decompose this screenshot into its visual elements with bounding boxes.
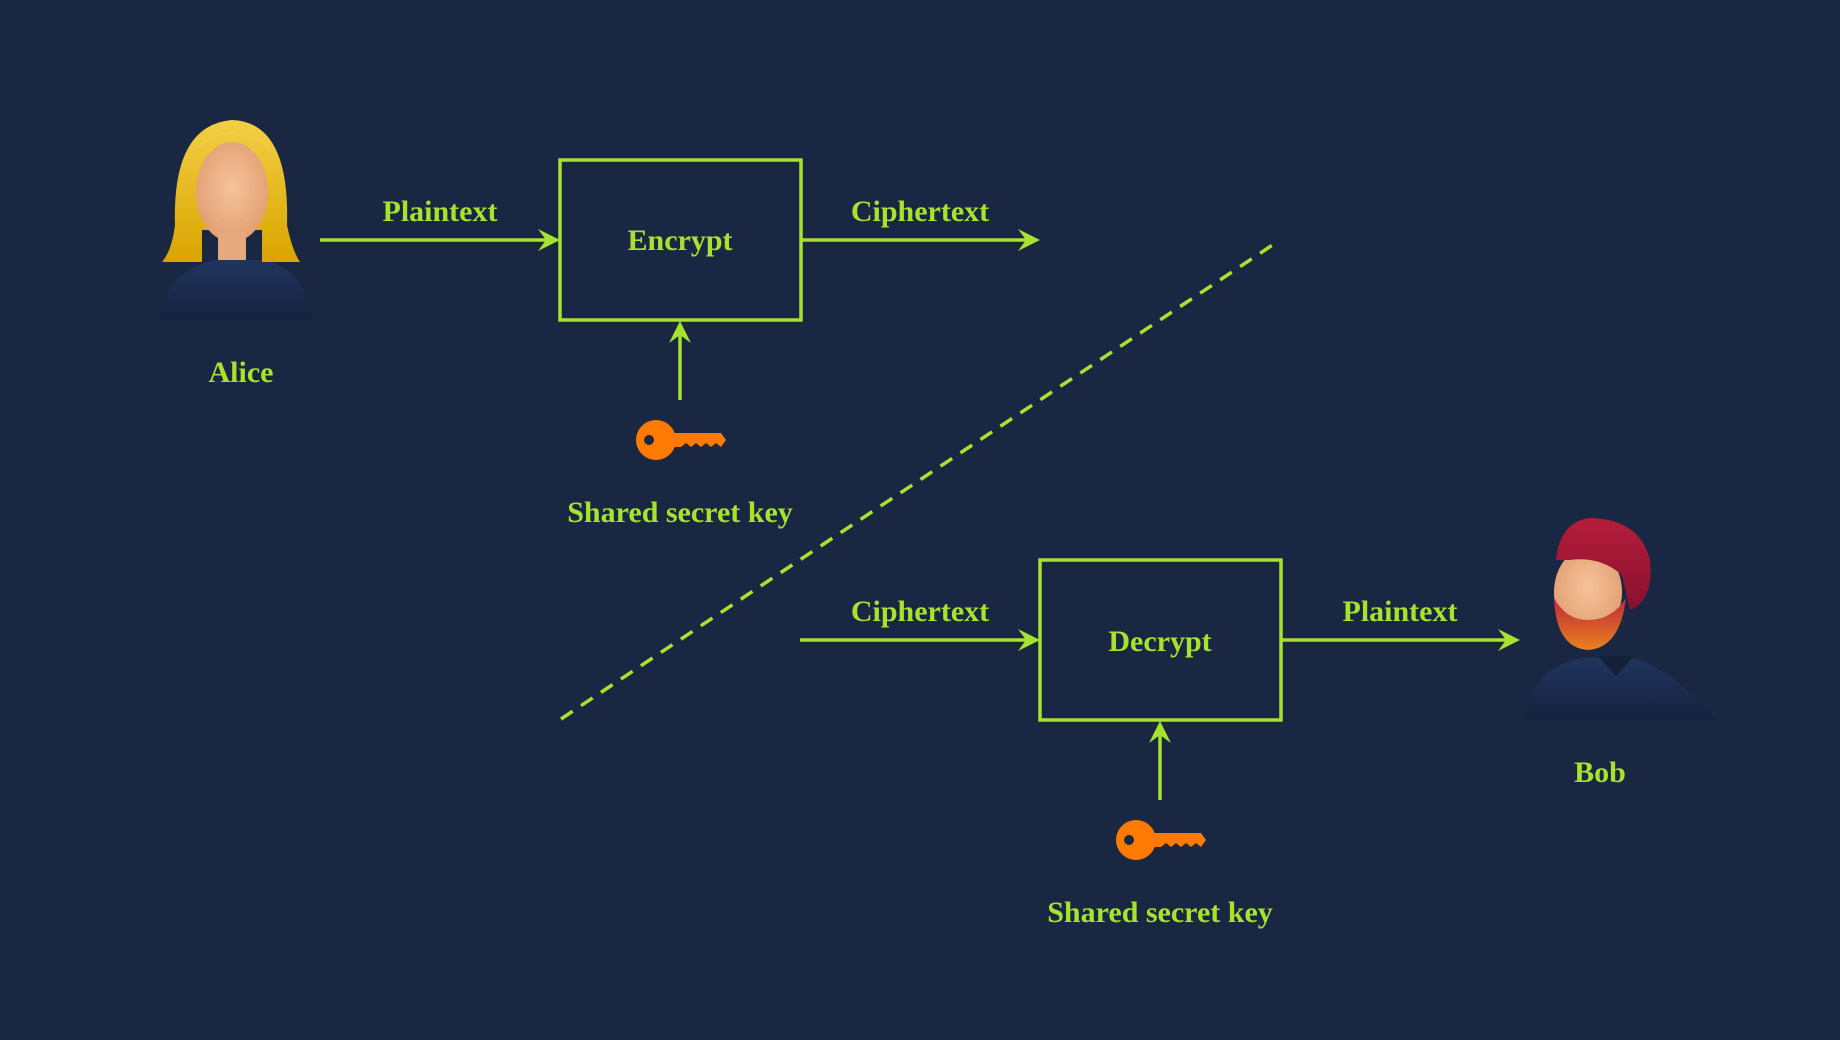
ciphertext-to-decrypt-arrowhead [1018, 629, 1040, 651]
top-plaintext-label: Plaintext [383, 195, 498, 228]
bottom-key-arrowhead [1149, 721, 1171, 743]
top-ciphertext-label: Ciphertext [851, 195, 989, 228]
decrypt-to-plaintext-arrowhead [1498, 629, 1520, 651]
key-icon [636, 420, 726, 460]
bob-label: Bob [1574, 756, 1626, 789]
decrypt-label: Decrypt [1108, 625, 1211, 658]
bob-avatar-icon [1525, 518, 1716, 720]
plaintext-to-encrypt-arrowhead [538, 229, 560, 251]
encrypt-to-ciphertext-arrowhead [1018, 229, 1040, 251]
top-key-label: Shared secret key [567, 496, 793, 529]
top-key-arrowhead [669, 321, 691, 343]
bottom-plaintext-label: Plaintext [1343, 595, 1458, 628]
key-icon [1116, 820, 1206, 860]
alice-label: Alice [209, 356, 274, 389]
bottom-ciphertext-label: Ciphertext [851, 595, 989, 628]
alice-avatar-icon [160, 120, 312, 320]
bottom-key-label: Shared secret key [1047, 896, 1273, 929]
encrypt-label: Encrypt [628, 224, 733, 257]
